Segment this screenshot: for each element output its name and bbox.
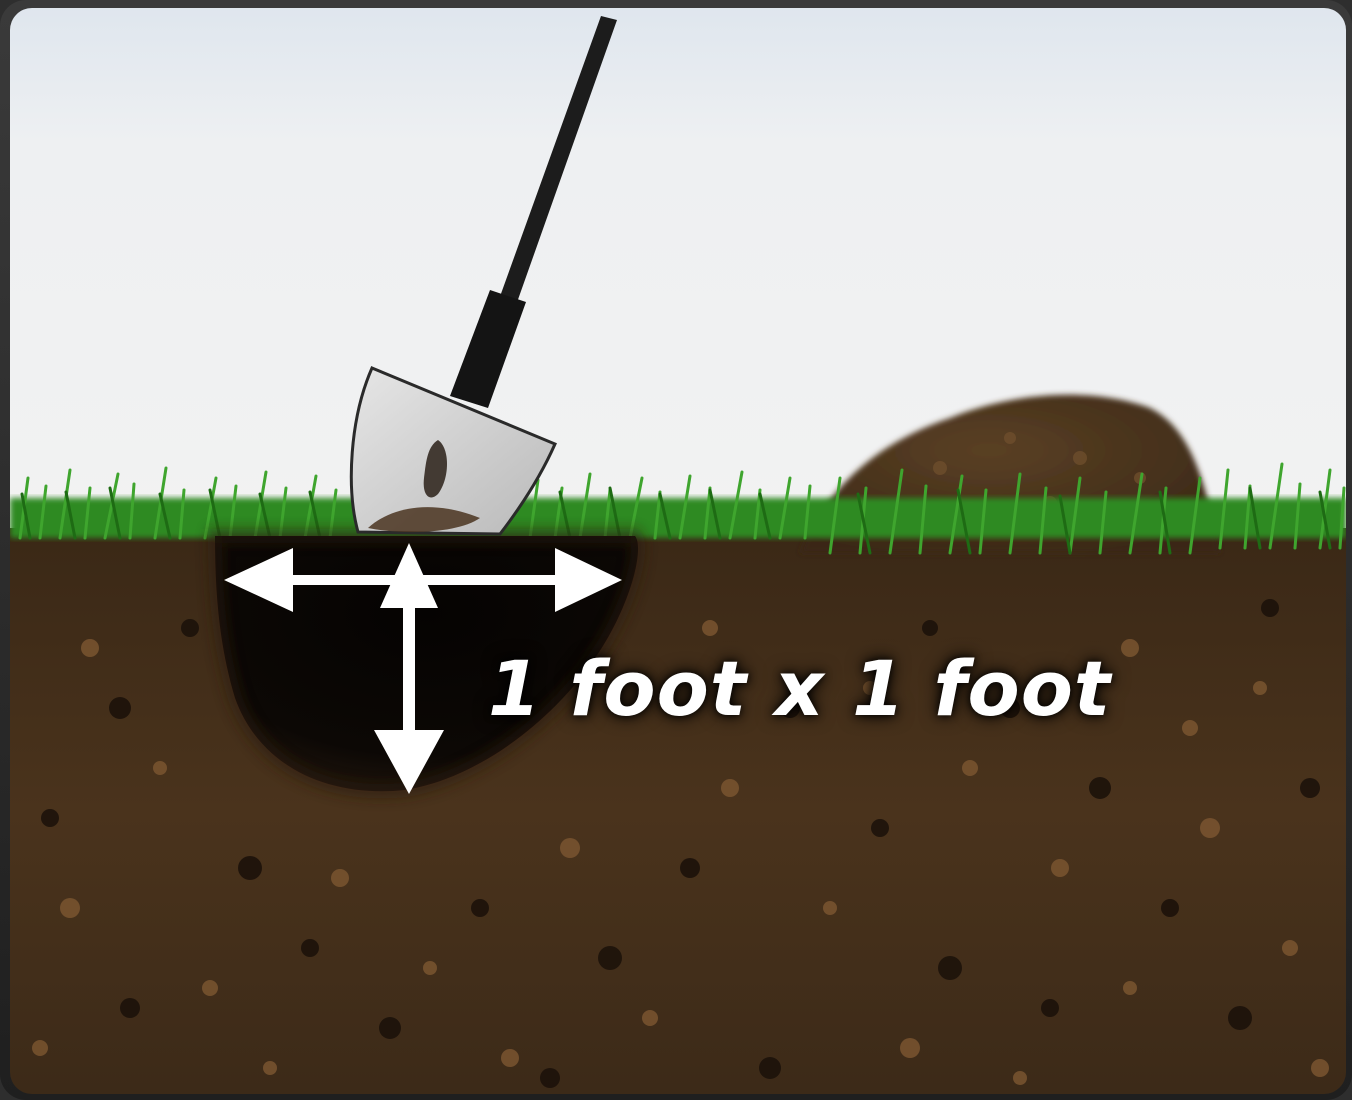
hole-dimension-label: 1 foot x 1 foot	[488, 644, 1111, 733]
soil	[10, 528, 1346, 1094]
planting-hole-illustration: 1 foot x 1 foot	[10, 8, 1346, 1094]
scene-canvas	[10, 8, 1346, 1094]
depth-arrow-shaft	[403, 598, 415, 748]
